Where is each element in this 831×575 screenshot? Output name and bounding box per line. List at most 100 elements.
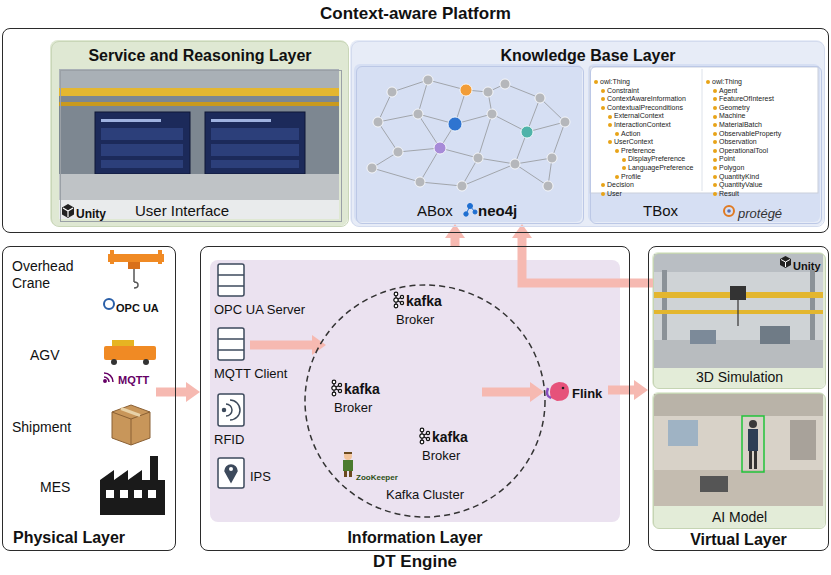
device-name: MES	[40, 479, 70, 495]
kafka-logo	[426, 437, 429, 440]
graph-nodes	[415, 177, 425, 187]
graph-nodes	[367, 163, 377, 173]
graph-nodes	[510, 159, 520, 169]
server-icon	[218, 338, 244, 340]
panel-fill	[350, 40, 824, 226]
factory-icon	[148, 490, 156, 498]
neo4j-icon	[473, 210, 477, 214]
kafka-logo	[338, 389, 341, 392]
flink-logo	[562, 387, 565, 390]
mqtt-icon	[104, 373, 113, 382]
protocol-logo: MQTT	[118, 374, 149, 386]
flow-arrow	[156, 388, 176, 397]
neo4j-icon	[464, 204, 477, 217]
unity-logo	[781, 260, 790, 268]
node-title: TBox	[643, 202, 678, 220]
kafka-logo	[394, 292, 398, 296]
graph-nodes	[500, 79, 510, 89]
tree-item: InteractionContext	[608, 121, 671, 128]
simulation-render	[760, 326, 790, 344]
graph-edges	[515, 164, 548, 186]
component-name-holder: IPS	[250, 467, 271, 485]
tree-item: owl:Thing	[706, 78, 742, 85]
tree-item: Polygon	[713, 164, 744, 171]
graph-nodes	[521, 126, 533, 138]
graph-nodes	[483, 87, 493, 97]
ai-photo	[749, 420, 757, 428]
node-title: Kafka Cluster	[386, 487, 464, 503]
graph-edges	[378, 122, 398, 152]
kafka-logo	[394, 292, 404, 308]
component-name: IPS	[250, 469, 271, 484]
component-name-holder: OPC UA Server	[214, 300, 305, 318]
rfid-icon	[223, 409, 226, 412]
tree-item: User	[601, 190, 622, 197]
neo4j-icon	[464, 212, 468, 216]
ui-screenshot	[95, 112, 190, 174]
flow-arrow	[250, 341, 312, 350]
kafka-logo	[394, 304, 398, 308]
graph-nodes	[457, 181, 467, 191]
package-icon	[121, 409, 140, 416]
ips-icon	[218, 458, 244, 488]
crane-icon	[108, 250, 164, 288]
unity-logo	[62, 204, 74, 218]
logo-text: Unity	[76, 207, 106, 221]
graph-nodes	[434, 142, 446, 154]
device-name-holder: AGV	[30, 346, 60, 364]
group-title: DT Engine	[373, 552, 457, 571]
logo-text-holder: Flink	[572, 384, 602, 402]
opcua-icon	[104, 299, 114, 309]
tree-item: OperationalTool	[713, 147, 768, 154]
ai-photo	[742, 416, 764, 472]
simulation-render	[654, 254, 823, 368]
component-name-holder: Broker	[334, 398, 372, 416]
flink-logo	[547, 382, 569, 401]
logo-text-holder: kafka	[344, 380, 380, 398]
rfid-icon	[218, 394, 244, 426]
logo-text-holder: ZooKeeper	[356, 466, 398, 484]
graph-nodes	[373, 117, 383, 127]
server-icon	[218, 349, 244, 351]
flink-logo	[547, 388, 551, 398]
logo-text-holder: neo4j	[478, 202, 517, 220]
device-name: Overhead Crane	[12, 258, 104, 292]
crane-icon	[108, 254, 164, 262]
graph-nodes	[543, 181, 553, 191]
simulation-render	[654, 254, 823, 368]
zookeeper-figure	[343, 452, 353, 477]
factory-icon	[100, 456, 165, 515]
tree-item-holder: owl:Thing	[594, 70, 630, 88]
platform-box: Context-aware PlatformService and Reason…	[2, 28, 829, 233]
tree-item-holder: owl:Thing	[706, 70, 742, 88]
ui-screenshot	[211, 119, 271, 122]
graph-edges	[462, 164, 515, 186]
unity-logo	[63, 208, 73, 217]
zookeeper-figure	[349, 471, 352, 477]
kafka-logo	[332, 380, 336, 384]
component-name-holder: Broker	[396, 310, 434, 328]
graph-edges	[392, 80, 428, 92]
ips-icon	[225, 465, 237, 482]
ai-photo	[754, 451, 757, 469]
graph-nodes	[367, 75, 570, 191]
component-name: Broker	[334, 400, 372, 415]
zookeeper-figure	[344, 471, 347, 477]
logo-text: Unity	[793, 260, 821, 272]
graph-edges	[478, 114, 492, 158]
component-name-holder: MQTT Client	[214, 364, 287, 382]
server-icon	[218, 274, 244, 276]
node-title: Physical Layer	[13, 528, 125, 547]
node-title: AI Model	[712, 509, 767, 526]
simulation-render	[730, 286, 746, 300]
factory-icon	[134, 490, 142, 498]
crane-icon	[128, 262, 140, 269]
factory-icon	[120, 490, 128, 498]
neo4j-icon	[468, 204, 473, 209]
logo-text: kafka	[432, 429, 468, 445]
graph-nodes	[535, 93, 545, 103]
layer-box: Virtual Layer3D SimulationAI Model	[648, 246, 829, 551]
unity-logo	[780, 256, 791, 268]
component-name: RFID	[214, 432, 244, 447]
agv-icon	[104, 346, 156, 360]
